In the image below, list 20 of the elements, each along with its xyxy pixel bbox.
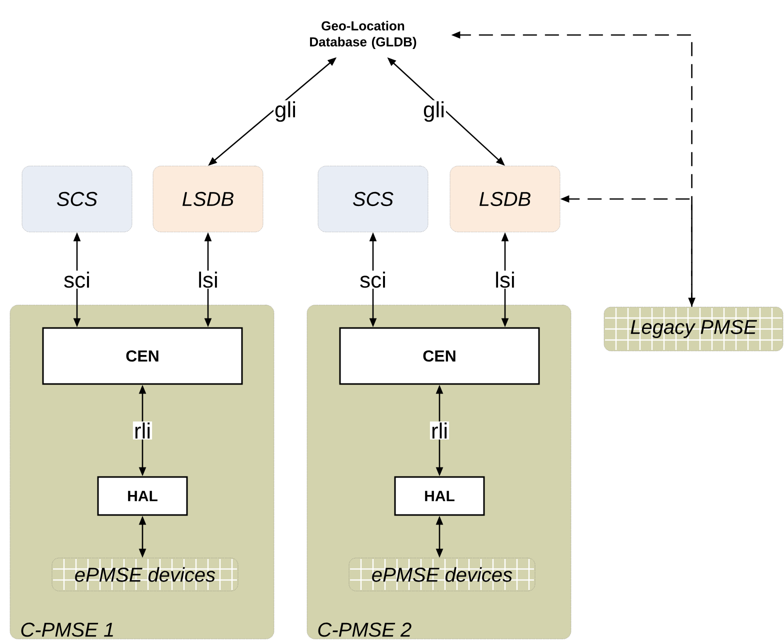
database-box: LSDB xyxy=(450,166,560,232)
database-box: LSDB xyxy=(152,166,264,232)
device-box: ePMSE devices xyxy=(348,558,536,592)
edge-label: rli xyxy=(430,422,450,440)
device-box: ePMSE devices xyxy=(52,558,238,592)
edge-label: gli xyxy=(422,100,446,123)
edge-label: gli xyxy=(274,100,298,123)
device-box: Legacy PMSE xyxy=(604,306,784,352)
node-box: CEN xyxy=(339,327,540,385)
database-label: Geo-Location Database (GLDB) xyxy=(310,20,416,50)
edge-label: sci xyxy=(358,270,388,289)
service-box: SCS xyxy=(318,166,428,232)
service-box: SCS xyxy=(22,166,132,232)
layer-box: HAL xyxy=(394,476,485,516)
edge-label: lsi xyxy=(494,270,516,289)
edge-label: sci xyxy=(62,270,92,289)
edge-label: lsi xyxy=(196,270,220,289)
layer-box: HAL xyxy=(97,476,188,516)
node-box: CEN xyxy=(42,327,243,385)
edge-label: rli xyxy=(132,422,152,440)
